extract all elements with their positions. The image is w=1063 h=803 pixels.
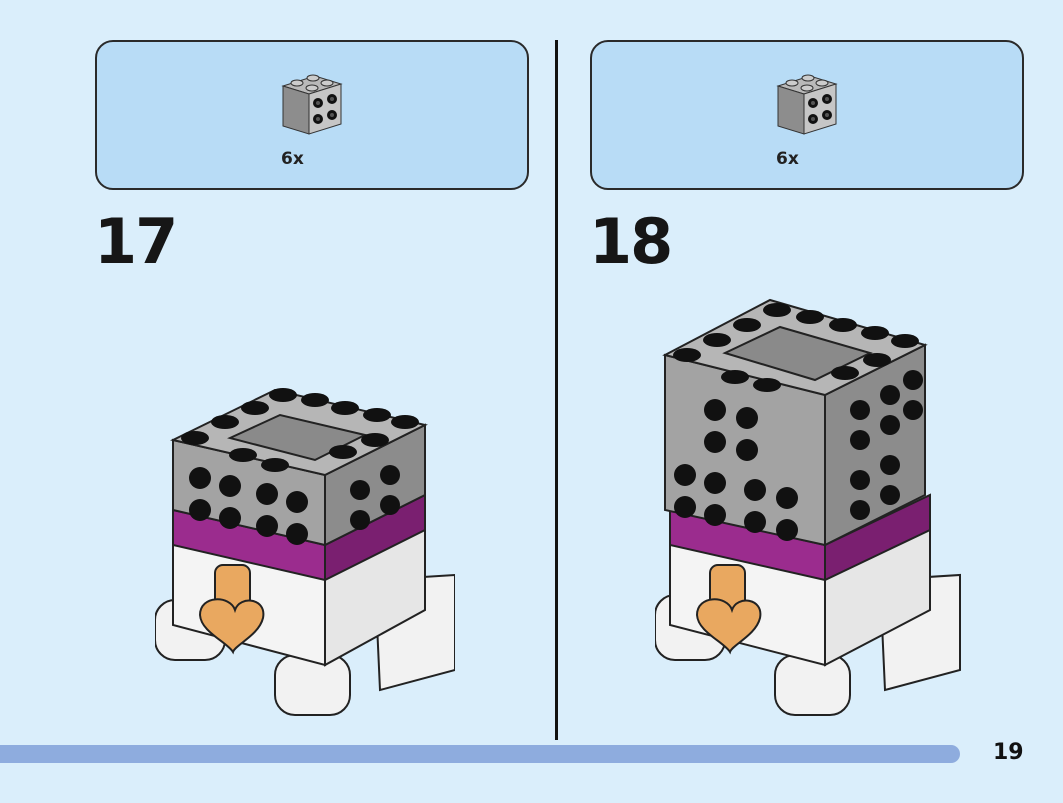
grey-brick-part-icon (277, 64, 347, 142)
page-number: 19 (993, 740, 1024, 765)
step-number: 17 (94, 205, 178, 278)
step-number: 18 (589, 205, 673, 278)
model-illustration-step-18 (654, 285, 975, 735)
grey-brick-part-icon (772, 64, 842, 142)
step-panel-18: 6x 18 (495, 0, 1025, 740)
part-quantity: 6x (281, 149, 304, 169)
parts-list-box: 6x (95, 40, 529, 190)
model-illustration-step-17 (154, 360, 456, 730)
part-quantity: 6x (776, 149, 799, 169)
parts-list-box: 6x (590, 40, 1024, 190)
step-divider (555, 40, 558, 740)
step-panel-17: 6x 17 (0, 0, 530, 740)
progress-bar (0, 745, 960, 763)
